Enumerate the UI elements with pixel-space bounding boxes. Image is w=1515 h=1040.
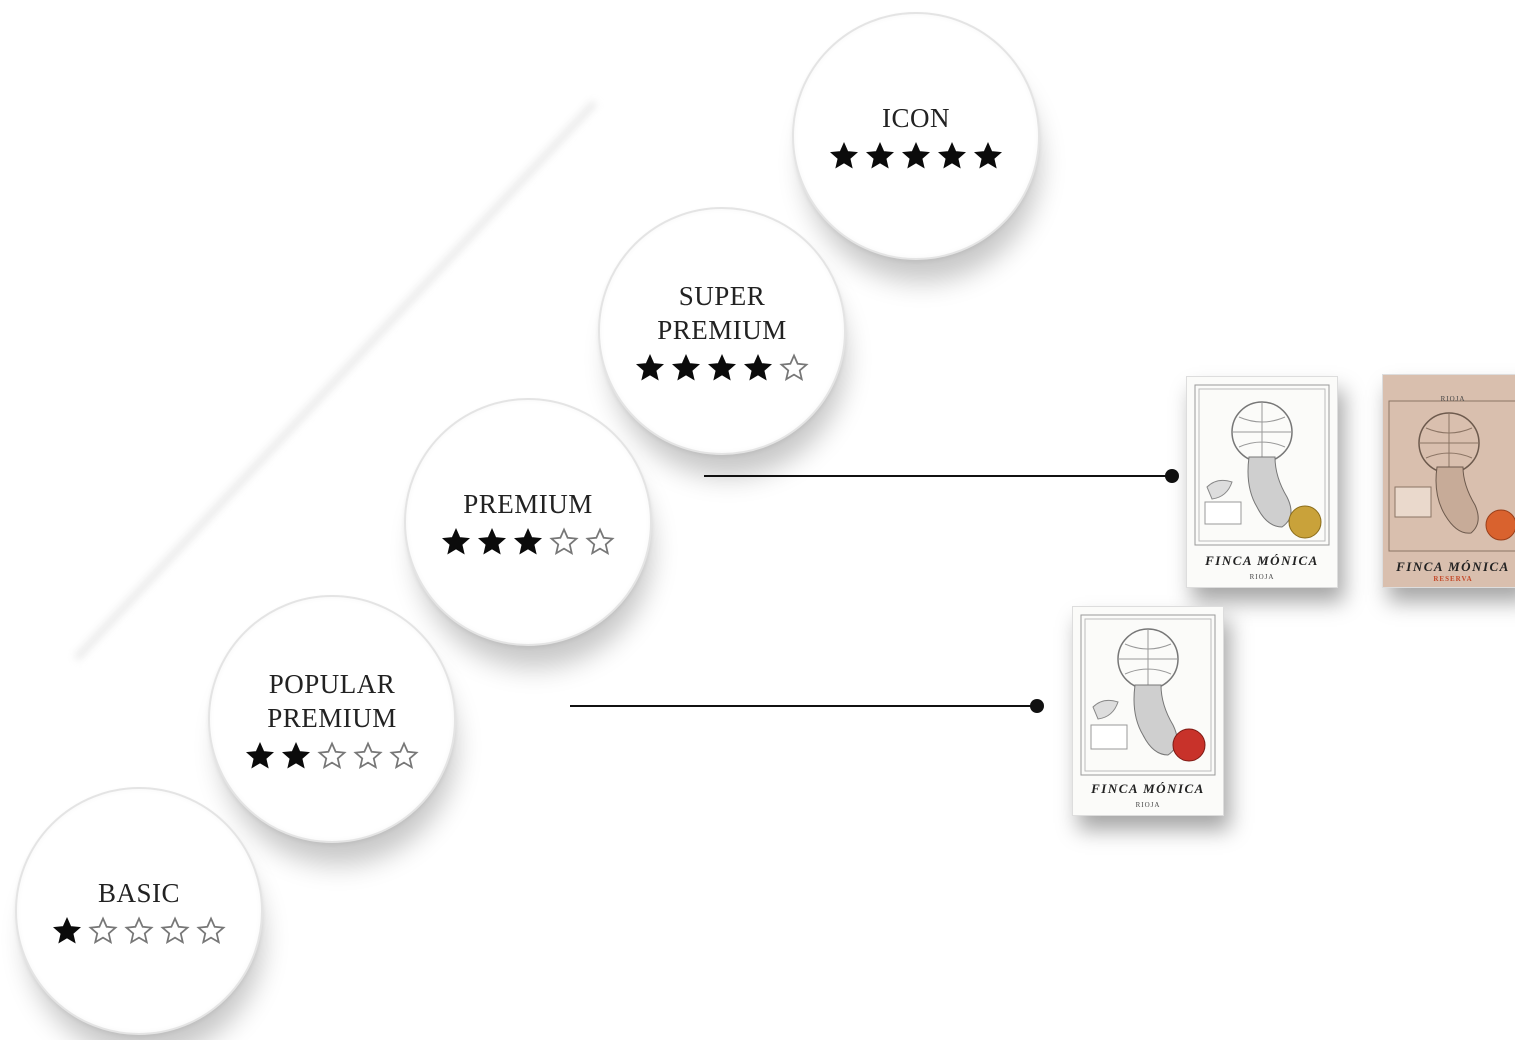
tier-name: ICON	[882, 103, 950, 133]
leader-endpoint-dot	[1030, 699, 1044, 713]
star-rating	[52, 916, 226, 946]
atlas-engraving-illustration	[1388, 400, 1515, 552]
label-brand: FINCA MÓNICA	[1091, 781, 1205, 796]
star-outline-icon	[196, 916, 226, 945]
star-outline-icon	[88, 916, 118, 945]
star-filled-icon	[52, 916, 82, 944]
star-filled-icon	[973, 141, 1003, 169]
leader-line-super-premium	[704, 469, 1179, 483]
atlas-engraving-illustration	[1194, 384, 1330, 546]
wine-label-reserva: RIOJA FINCA MÓNICA RESERVA	[1382, 374, 1515, 588]
leader-line-popular-premium	[570, 699, 1044, 713]
tier-name: POPULAR PREMIUM	[267, 669, 397, 733]
star-filled-icon	[707, 353, 737, 381]
star-filled-icon	[743, 353, 773, 381]
star-filled-icon	[281, 741, 311, 769]
star-outline-icon	[549, 527, 579, 556]
tier-icon: ICON	[792, 12, 1040, 260]
star-outline-icon	[160, 916, 190, 945]
star-filled-icon	[477, 527, 507, 555]
star-filled-icon	[513, 527, 543, 555]
star-outline-icon	[353, 741, 383, 770]
atlas-engraving-illustration	[1080, 614, 1216, 776]
tier-name: BASIC	[97, 878, 181, 908]
tier-super-premium: SUPER PREMIUM	[598, 207, 846, 455]
star-filled-icon	[829, 141, 859, 169]
label-region: RIOJA	[1440, 395, 1466, 403]
star-filled-icon	[635, 353, 665, 381]
label-variant: RESERVA	[1433, 575, 1473, 583]
star-outline-icon	[317, 741, 347, 770]
star-filled-icon	[245, 741, 275, 769]
star-rating	[245, 741, 419, 771]
wine-label-crianza: FINCA MÓNICA RIOJA	[1186, 376, 1338, 588]
star-rating	[441, 527, 615, 557]
wine-label-young: FINCA MÓNICA RIOJA	[1072, 606, 1224, 816]
tier-name: SUPER PREMIUM	[657, 281, 787, 345]
tier-name: PREMIUM	[463, 489, 593, 519]
label-brand: FINCA MÓNICA	[1205, 553, 1319, 568]
star-outline-icon	[389, 741, 419, 770]
tier-popular-premium: POPULAR PREMIUM	[208, 595, 456, 843]
tier-premium: PREMIUM	[404, 398, 652, 646]
leader-endpoint-dot	[1165, 469, 1179, 483]
label-region: RIOJA	[1135, 801, 1161, 809]
star-rating	[635, 353, 809, 383]
star-filled-icon	[441, 527, 471, 555]
star-filled-icon	[671, 353, 701, 381]
star-filled-icon	[937, 141, 967, 169]
tier-basic: BASIC	[15, 787, 263, 1035]
star-rating	[829, 141, 1003, 171]
label-region: RIOJA	[1249, 573, 1275, 581]
star-filled-icon	[865, 141, 895, 169]
label-brand: FINCA MÓNICA	[1396, 559, 1510, 574]
star-filled-icon	[901, 141, 931, 169]
star-outline-icon	[124, 916, 154, 945]
star-outline-icon	[779, 353, 809, 382]
star-outline-icon	[585, 527, 615, 556]
